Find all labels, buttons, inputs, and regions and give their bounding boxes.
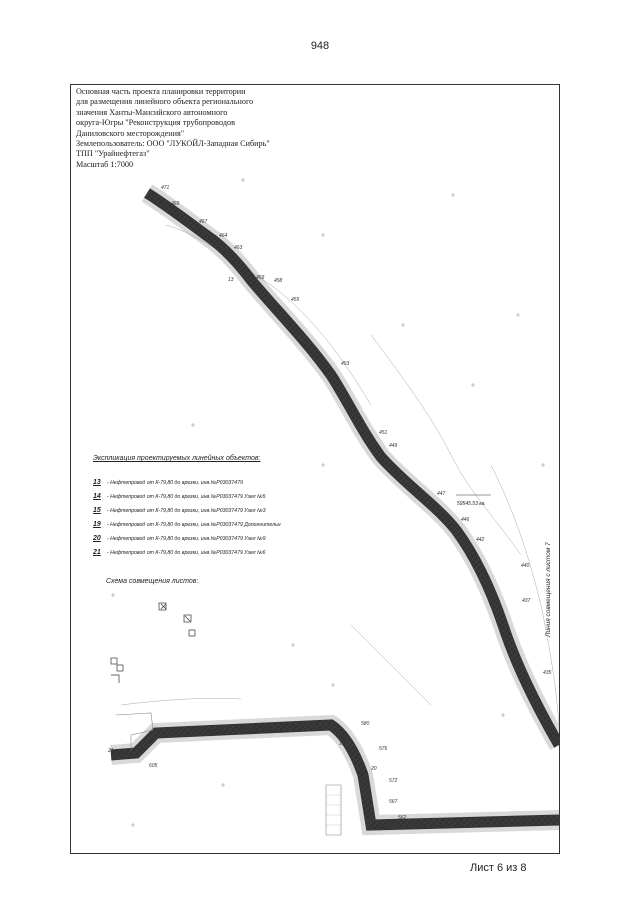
- legend-item: 15- Нефтепровод от К-79,80 до врезки, ин…: [93, 507, 266, 514]
- picket-label: 605: [149, 763, 158, 769]
- picket-label: 20: [371, 766, 377, 772]
- title-line: ТПП "Урайнефтегаз": [76, 149, 150, 159]
- picket-label: 463: [234, 245, 243, 251]
- picket-label: 459: [256, 275, 265, 281]
- area-label: 59545.53 кв.: [457, 501, 486, 507]
- page-number: 948: [310, 40, 330, 52]
- title-line: Масштаб 1:7000: [76, 159, 134, 169]
- picket-label: 455: [291, 297, 300, 303]
- map-drawing: [110, 178, 559, 836]
- terrain-lines: [120, 224, 559, 726]
- map-sheet-frame: Основная часть проекта планировки террит…: [70, 84, 560, 854]
- picket-label: 442: [476, 537, 485, 543]
- legend-item: 13- Нефтепровод от К-79,80 до врезки, ин…: [93, 479, 243, 486]
- title-line: Даниловского месторождения": [76, 128, 185, 138]
- title-line: для размещения линейного объекта региона…: [76, 97, 254, 107]
- picket-label: 437: [522, 598, 531, 604]
- picket-label: 447: [437, 491, 446, 497]
- picket-label: 580: [361, 721, 370, 727]
- legend-item: 21- Нефтепровод от К-79,80 до врезки, ин…: [93, 549, 266, 556]
- lower-branch-corridor: [110, 712, 559, 836]
- scheme-title: Схема совмещения листов:: [106, 578, 199, 585]
- picket-label: 460: [231, 261, 240, 267]
- title-line: Основная часть проекта планировки террит…: [76, 87, 246, 96]
- legend-item: 20- Нефтепровод от К-79,80 до врезки, ин…: [93, 535, 266, 542]
- picket-label: 435: [543, 670, 552, 676]
- picket-label: 572: [389, 778, 398, 784]
- pipeline-corridor: [141, 184, 559, 750]
- picket-label: 562: [398, 815, 407, 821]
- picket-label: 471: [161, 185, 170, 191]
- sheet-junction-label: Линия совмещения с листом 7: [545, 542, 552, 637]
- picket-label: 464: [219, 233, 228, 239]
- picket-label: 576: [379, 746, 388, 752]
- picket-label: 19: [339, 741, 345, 747]
- picket-label: 453: [341, 361, 350, 367]
- title-line: значения Ханты-Мансийского автономного: [76, 107, 228, 117]
- picket-label: 451: [379, 430, 388, 436]
- legend: Экспликация проектируемых линейных объек…: [93, 455, 343, 556]
- picket-label: 440: [521, 563, 530, 569]
- sheet-scheme: [110, 602, 196, 683]
- legend-title: Экспликация проектируемых линейных объек…: [93, 455, 261, 462]
- title-block: Основная часть проекта планировки террит…: [76, 87, 336, 170]
- sheet-label: Лист 6 из 8: [470, 862, 527, 874]
- picket-label: 458: [274, 278, 283, 284]
- grid-crosses: [111, 178, 545, 827]
- picket-label: 567: [389, 799, 398, 805]
- picket-label: 469: [171, 201, 180, 207]
- picket-label: 21: [108, 748, 114, 754]
- picket-label: 449: [389, 443, 398, 449]
- legend-item: 14- Нефтепровод от К-79,80 до врезки, ин…: [93, 493, 266, 500]
- title-line: Землепользователь: ООО "ЛУКОЙЛ-Западная …: [76, 139, 270, 149]
- title-line: округа-Югры "Реконструкция трубопроводов: [76, 118, 235, 128]
- picket-label: 446: [461, 517, 470, 523]
- picket-label: 467: [199, 219, 208, 225]
- legend-item: 19- Нефтепровод от К-79,80 до врезки, ин…: [93, 521, 281, 528]
- picket-label: 13: [228, 277, 234, 283]
